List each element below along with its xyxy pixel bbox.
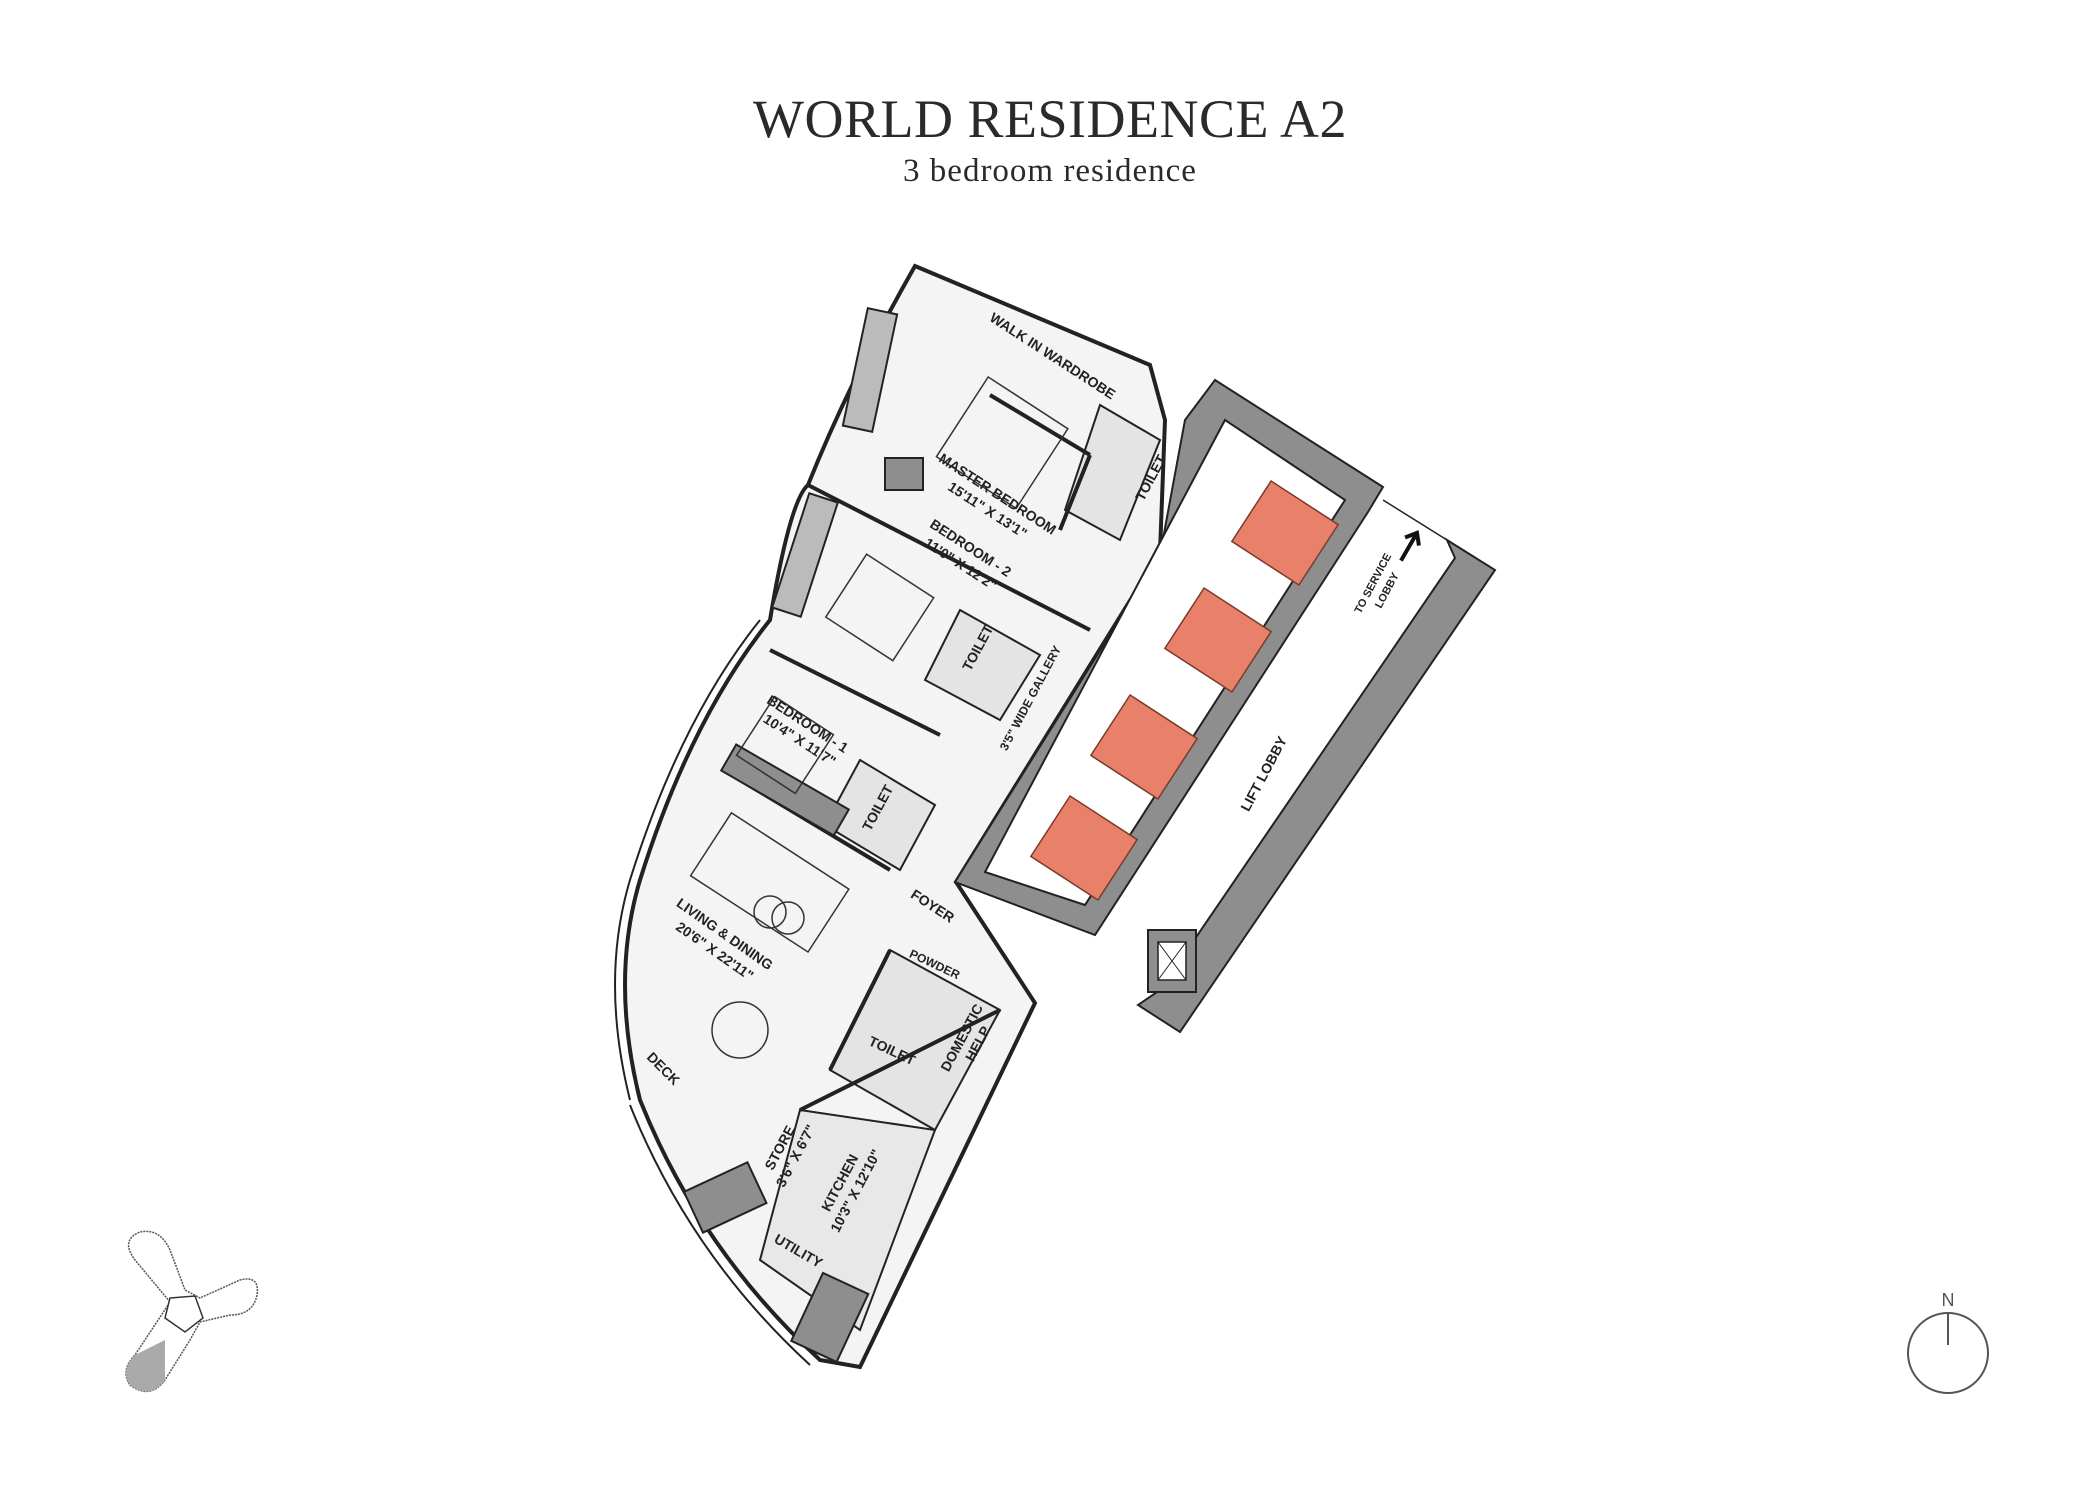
bedroom-2-toilet-area (923, 608, 1042, 722)
page-subtitle: 3 bedroom residence (903, 153, 1197, 189)
lift-lobby-wall (1136, 537, 1497, 1034)
arrow-up-right-icon (1399, 530, 1421, 562)
compass-north-label: N (1942, 1290, 1955, 1310)
lift-cars (1029, 479, 1340, 902)
lift-car (1029, 794, 1139, 902)
lift-car (1089, 693, 1199, 801)
lift-car (1230, 479, 1340, 587)
page-title: WORLD RESIDENCE A2 (753, 89, 1347, 149)
key-plan-icon (125, 1230, 259, 1393)
master-toilet-area (1063, 403, 1162, 542)
north-arrow-icon (1907, 1312, 1989, 1394)
lift-car (1163, 586, 1273, 694)
label-lift-lobby: LIFT LOBBY (1237, 733, 1290, 814)
kitchen-area (758, 1108, 937, 1332)
